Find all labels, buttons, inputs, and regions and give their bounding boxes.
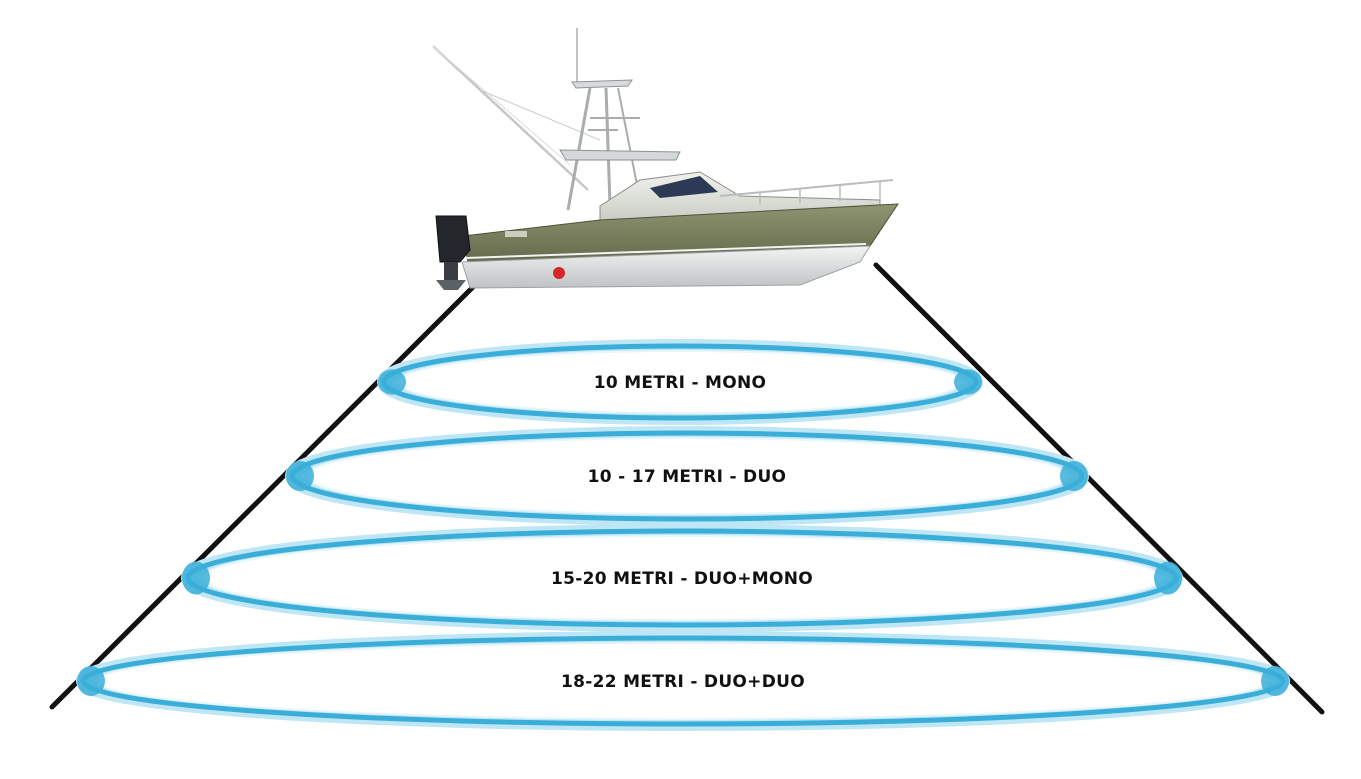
transducer-dot [553,267,565,279]
ring-label: 15-20 METRI - DUO+MONO [551,569,813,589]
ring-label: 18-22 METRI - DUO+DUO [561,672,805,692]
ring-cap-left [378,369,406,395]
ring-cap-right [1060,460,1088,492]
coverage-ring-1: 10 METRI - MONO [377,339,983,425]
ring-label: 10 - 17 METRI - DUO [588,467,787,487]
ring-cap-left [286,460,314,492]
ring-cap-right [1154,561,1182,595]
coverage-ring-4: 18-22 METRI - DUO+DUO [76,631,1290,731]
ring-cap-left [77,665,105,697]
ring-cap-right [1261,665,1289,697]
coverage-rings: 10 METRI - MONO 10 - 17 METRI - DUO 15-20 … [76,339,1290,731]
coverage-ring-2: 10 - 17 METRI - DUO [285,426,1089,526]
fishing-boat-icon [432,28,899,290]
coverage-ring-3: 15-20 METRI - DUO+MONO [181,524,1183,632]
ring-label: 10 METRI - MONO [594,373,767,393]
ring-cap-left [182,561,210,595]
beam-right-line [873,262,1325,715]
beam-left-line [49,279,481,710]
ring-cap-right [954,369,982,395]
